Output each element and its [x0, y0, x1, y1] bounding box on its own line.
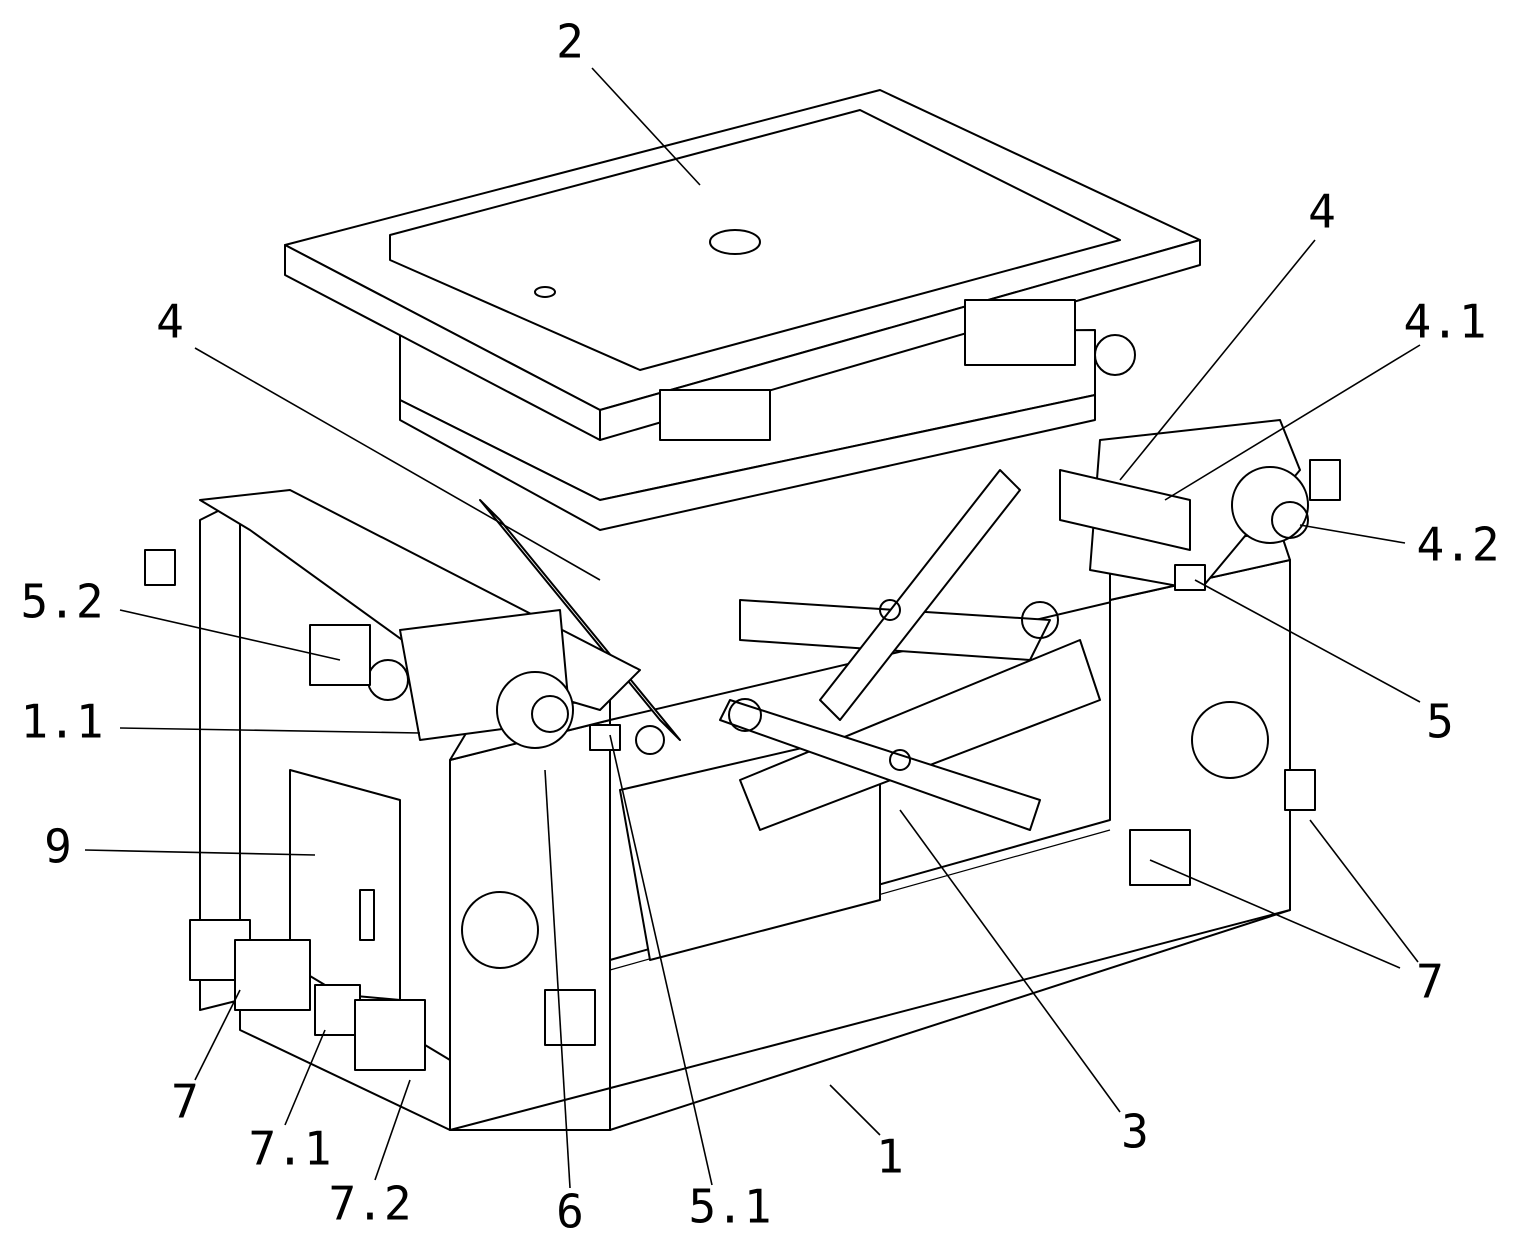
- label-9: 9: [44, 820, 72, 874]
- label-6: 6: [556, 1185, 584, 1239]
- label-7-1: 7.1: [248, 1122, 331, 1176]
- label-1: 1: [876, 1130, 904, 1184]
- label-4-1: 4.1: [1403, 295, 1486, 349]
- label-4-left: 4: [156, 295, 184, 349]
- label-5-1: 5.1: [688, 1180, 771, 1234]
- label-4-2: 4.2: [1416, 518, 1499, 572]
- label-7-left: 7: [171, 1075, 199, 1129]
- top-platform: [285, 90, 1200, 530]
- label-2: 2: [556, 15, 584, 69]
- label-3: 3: [1121, 1105, 1149, 1159]
- label-5: 5: [1426, 695, 1454, 749]
- label-4-right: 4: [1308, 185, 1336, 239]
- label-7-2: 7.2: [328, 1177, 411, 1231]
- label-7-right: 7: [1416, 955, 1444, 1009]
- label-5-2: 5.2: [20, 575, 103, 629]
- label-1-1: 1.1: [20, 695, 103, 749]
